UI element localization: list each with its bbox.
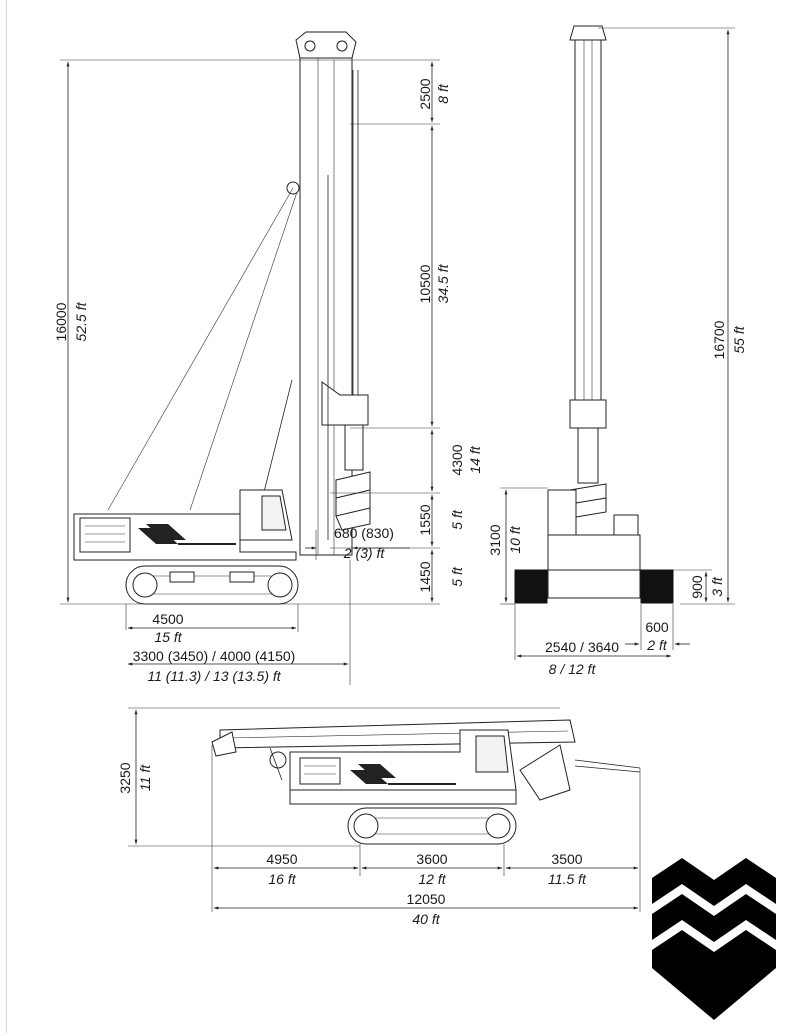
front-track-right xyxy=(640,569,674,604)
lower-section-ft: 5 ft xyxy=(449,509,465,530)
tail-length-mm: 4500 xyxy=(152,611,183,627)
mast-section-mm: 10500 xyxy=(417,264,433,303)
total-height-mm: 16000 xyxy=(53,302,69,341)
side-view-labels: 16000 52.5 ft 2500 8 ft 10500 34.5 ft 43… xyxy=(53,78,483,684)
front-overhang-mm: 4950 xyxy=(266,851,297,867)
tracks-length-mm: 3600 xyxy=(416,851,447,867)
transport-mast xyxy=(219,719,576,749)
front-rotary-head xyxy=(569,399,607,429)
side-auger-flights xyxy=(335,471,371,531)
rear-overhang-ft: 11.5 ft xyxy=(548,871,587,887)
front-height-ft: 55 ft xyxy=(731,325,747,353)
lower-section-mm: 1550 xyxy=(417,504,433,535)
cab-height-ft: 10 ft xyxy=(507,525,523,553)
transport-view-dimensions xyxy=(128,707,641,912)
chevron-m-logo xyxy=(652,858,776,1020)
top-section-ft: 8 ft xyxy=(435,83,451,104)
front-track-left xyxy=(514,569,548,604)
side-view-dimensions xyxy=(60,59,440,685)
gauge-ft: 8 / 12 ft xyxy=(549,661,597,677)
total-height-ft: 52.5 ft xyxy=(73,301,89,341)
base-section-ft: 5 ft xyxy=(449,566,465,587)
track-width-mm: 600 xyxy=(645,619,669,635)
base-section-mm: 1450 xyxy=(417,561,433,592)
front-mast-head xyxy=(569,25,607,41)
side-rotary-head xyxy=(321,381,369,426)
transport-track xyxy=(347,807,517,845)
track-height-mm: 900 xyxy=(689,575,705,599)
side-view-rig xyxy=(73,31,371,605)
total-length-ft: 40 ft xyxy=(412,911,440,927)
transport-height-mm: 3250 xyxy=(117,762,133,793)
front-height-mm: 16700 xyxy=(711,320,727,359)
front-mast xyxy=(574,39,602,401)
front-undercarriage xyxy=(547,569,641,599)
cab-height-mm: 3100 xyxy=(487,524,503,555)
page-border-line xyxy=(6,0,7,1033)
transport-mast-head xyxy=(211,731,237,757)
gauge-mm: 2540 / 3640 xyxy=(545,639,619,655)
offset-ft: 2 (3) ft xyxy=(343,545,386,561)
side-mast xyxy=(299,54,353,556)
transport-height-ft: 11 ft xyxy=(137,764,153,791)
side-mast-head xyxy=(295,31,357,59)
front-overhang-ft: 16 ft xyxy=(268,871,296,887)
track-width-ft: 2 ft xyxy=(646,637,668,653)
front-cab xyxy=(547,489,577,536)
front-upper-body xyxy=(547,534,641,571)
front-view-rig xyxy=(514,25,674,604)
transport-cab xyxy=(475,735,509,773)
rear-overhang-mm: 3500 xyxy=(551,851,582,867)
track-height-ft: 3 ft xyxy=(709,576,725,597)
working-radius-mm: 3300 (3450) / 4000 (4150) xyxy=(133,648,296,664)
front-view-labels: 16700 55 ft 3100 10 ft 900 3 ft 600 2 ft… xyxy=(487,320,747,677)
total-length-mm: 12050 xyxy=(407,891,446,907)
transport-view-labels: 3250 11 ft 4950 16 ft 3600 12 ft 3500 11… xyxy=(117,762,587,927)
mast-section-ft: 34.5 ft xyxy=(435,263,451,303)
top-section-mm: 2500 xyxy=(417,78,433,109)
transport-view-rig xyxy=(211,719,641,845)
front-view-dimensions xyxy=(500,27,735,660)
rotary-section-mm: 4300 xyxy=(449,444,465,475)
offset-mm: 680 (830) xyxy=(334,525,394,541)
tail-length-ft: 15 ft xyxy=(154,629,182,645)
tracks-length-ft: 12 ft xyxy=(418,871,446,887)
working-radius-ft: 11 (11.3) / 13 (13.5) ft xyxy=(147,668,281,684)
rotary-section-ft: 14 ft xyxy=(467,445,483,473)
